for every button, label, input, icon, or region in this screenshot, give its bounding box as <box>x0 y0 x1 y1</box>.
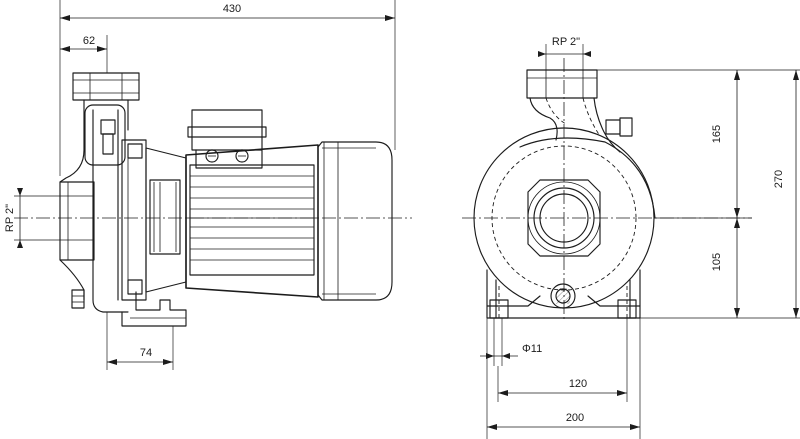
side-outlet-flange <box>72 72 140 101</box>
dim-hole-spacing: 120 <box>497 318 628 402</box>
dim-hole-spacing-label: 120 <box>569 378 587 390</box>
front-feet <box>486 269 641 319</box>
front-drain-plug <box>550 283 576 309</box>
dim-outlet-size-label: RP 2" <box>552 36 580 48</box>
dim-inlet-offset: 62 <box>60 35 108 73</box>
side-terminal-box <box>187 109 267 169</box>
dim-base-width-label: 200 <box>566 412 584 424</box>
dim-inlet-offset-label: 62 <box>83 35 95 47</box>
dim-outlet-size: RP 2" <box>538 36 591 70</box>
dim-bolt-hole: Φ11 <box>480 318 542 366</box>
dim-overall-length-label: 430 <box>223 3 241 15</box>
dim-inlet-size-label: RP 2" <box>4 204 16 232</box>
dim-shaft-to-base: 105 <box>711 218 740 318</box>
side-drain-plug <box>71 289 85 309</box>
dim-shaft-to-base-label: 105 <box>711 253 723 271</box>
front-view: RP 2" 165 105 270 <box>462 36 800 439</box>
side-motor <box>185 141 393 301</box>
dim-overall-length: 430 <box>59 0 396 176</box>
dim-overall-height: 270 <box>773 70 799 318</box>
dim-shaft-to-top-label: 165 <box>711 125 723 143</box>
side-foot <box>121 291 187 327</box>
side-pump-casing <box>59 99 129 313</box>
side-bracket <box>121 139 187 301</box>
dim-overall-height-label: 270 <box>773 170 785 188</box>
dim-inlet-size: RP 2" <box>4 188 60 248</box>
front-inlet-flange <box>527 179 601 257</box>
front-outlet-flange <box>526 69 598 99</box>
dim-foot-offset: 74 <box>106 312 174 370</box>
side-inlet-flange <box>59 181 95 301</box>
dim-base-width: 200 <box>486 318 641 439</box>
dim-bolt-hole-label: Φ11 <box>522 343 542 355</box>
dim-shaft-to-top: 165 <box>711 70 740 218</box>
front-volute-neck <box>529 97 633 153</box>
side-view: 430 62 RP 2" 74 <box>4 0 412 370</box>
dim-foot-offset-label: 74 <box>140 347 152 359</box>
